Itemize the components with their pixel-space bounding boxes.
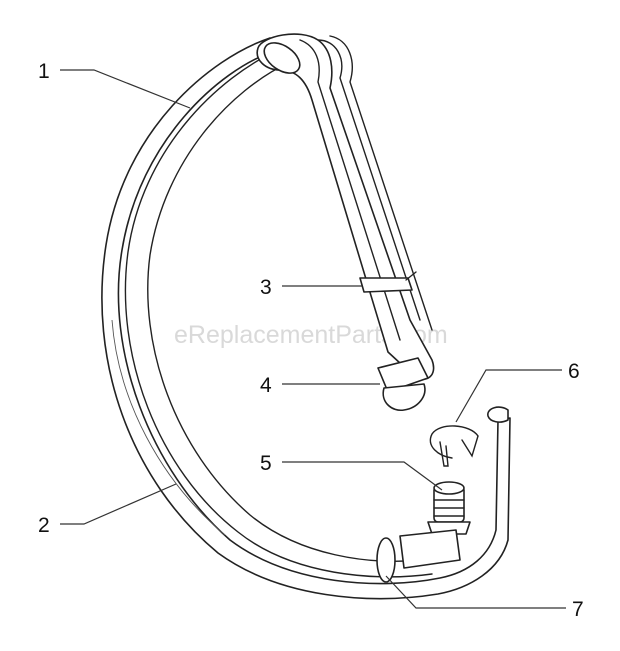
return-hose-inner-edge bbox=[147, 61, 421, 562]
callout-6: 6 bbox=[568, 360, 580, 383]
suction-hose-outer bbox=[101, 37, 511, 600]
callout-2: 2 bbox=[38, 514, 50, 537]
retaining-clip bbox=[429, 425, 479, 467]
return-hose-outer-edge bbox=[124, 47, 433, 578]
leader-lines bbox=[60, 69, 566, 609]
hose-upper-bend-edge bbox=[299, 39, 401, 341]
leader-1 bbox=[60, 69, 191, 109]
fitting-dome bbox=[382, 383, 426, 412]
inlet-fitting-top bbox=[433, 481, 465, 495]
inlet-fitting bbox=[427, 481, 471, 535]
callout-7: 7 bbox=[572, 598, 584, 621]
right-tube-stub bbox=[487, 406, 509, 423]
hose-assembly bbox=[101, 33, 511, 600]
callout-5: 5 bbox=[260, 452, 272, 475]
leader-5 bbox=[282, 461, 443, 491]
fitting-hex-nut bbox=[377, 357, 429, 393]
retaining-clip-leg-right bbox=[461, 435, 479, 458]
bottom-band-clamp bbox=[376, 537, 396, 583]
top-band-clamp bbox=[263, 42, 301, 74]
hose-shading bbox=[111, 319, 226, 536]
wand-fitting bbox=[377, 357, 429, 412]
callout-4: 4 bbox=[260, 374, 272, 397]
leader-7 bbox=[385, 575, 566, 609]
retaining-clip-leg-left bbox=[439, 441, 449, 467]
tie-wrap bbox=[359, 277, 413, 293]
leader-6 bbox=[455, 369, 562, 423]
inlet-fitting-base bbox=[427, 521, 471, 535]
inlet-fitting-threads bbox=[433, 499, 465, 517]
callout-labels: 1 2 3 4 5 6 7 bbox=[38, 60, 584, 621]
hose-second-tube bbox=[317, 39, 421, 321]
hose-second-tube-edge bbox=[329, 35, 433, 331]
callout-1: 1 bbox=[38, 60, 50, 83]
hose-junction-block bbox=[399, 529, 461, 569]
callout-3: 3 bbox=[260, 276, 272, 299]
leader-2 bbox=[60, 483, 177, 525]
retaining-clip-ring bbox=[429, 425, 479, 459]
tie-wrap-tail bbox=[405, 271, 417, 281]
